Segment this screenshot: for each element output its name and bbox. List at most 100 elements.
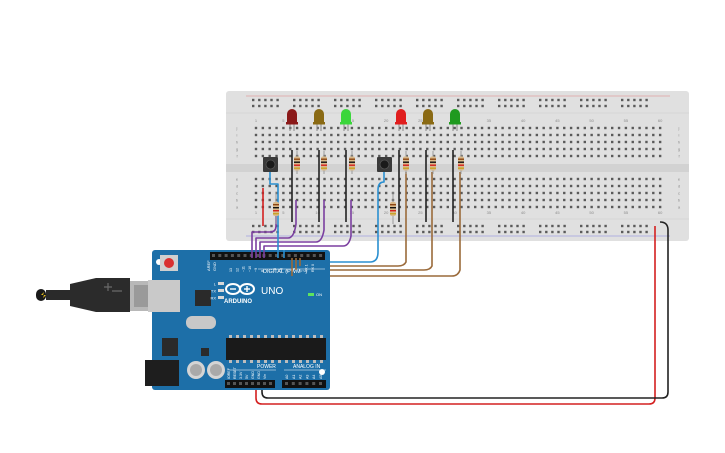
led-6[interactable] [449,109,461,131]
breadboard-column-number: 50 [589,210,594,215]
wire-black-gnd[interactable] [261,221,669,399]
breadboard-column-number: 40 [521,118,526,123]
on-label: ON [316,292,322,297]
usb-symbol-icon [104,283,122,292]
wire-blue-1[interactable] [269,172,279,252]
breadboard-column-number: 25 [418,118,423,123]
power-pin-label: Vin [263,374,267,379]
breadboard-column-number: 15 [350,118,355,123]
digital-pin-label: ~5 [279,268,283,272]
breadboard-column-number: 35 [487,118,492,123]
wire-red-5v[interactable] [255,226,656,405]
resistor-7[interactable] [273,192,279,224]
digital-pin-label: 8 [261,270,265,272]
onboard-led [218,296,224,299]
digital-pin-label: RX 0 [311,264,315,272]
digital-pin-label: ~11 [242,266,246,272]
arduino-logo-icon [225,283,255,295]
wire-purple-1[interactable] [251,207,277,254]
breadboard-column-number: 20 [384,210,389,215]
power-pin-label: RESET [233,366,237,379]
power-label: POWER [257,364,276,370]
analog-header[interactable] [282,380,326,388]
analog-pin-label: A1 [292,375,296,379]
breadboard-column-number: 5 [282,118,285,123]
wire-purple-2[interactable] [255,200,297,254]
wire-brown-2[interactable] [296,172,433,271]
breadboard-holes [246,95,670,237]
breadboard-row-letter: d [236,184,238,189]
breadboard-row-letter: c [236,191,238,196]
arduino-model: UNO [261,286,283,297]
breadboard-row-letter: g [678,147,680,152]
aref-label: AREF [206,260,211,271]
breadboard-column-number: 45 [555,118,560,123]
push-button-2[interactable] [377,157,392,172]
breadboard-column-number: 10 [315,210,320,215]
analog-pin-label: A3 [305,375,309,379]
digital-pin-label: TX 1 [305,264,309,272]
analog-pin-label: A5 [319,375,323,379]
breadboard-column-number: 60 [658,118,663,123]
power-jack [145,360,179,386]
led-1[interactable] [286,109,298,131]
wire-purple-3[interactable] [259,200,325,254]
leds [286,109,461,131]
breadboard-column-number: 35 [487,210,492,215]
analog-pin-label: A2 [299,375,303,379]
power-pin-label: GND [257,371,261,379]
breadboard-row-letter: h [236,140,238,145]
led-5[interactable] [422,109,434,131]
wire-brown-1[interactable] [300,172,407,267]
onboard-led [218,289,224,292]
breadboard-row-letter: g [236,147,238,152]
breadboard-row-letter: c [678,191,680,196]
power-header[interactable] [225,380,275,388]
breadboard-column-number: 20 [384,118,389,123]
resistor-3[interactable] [349,151,355,174]
breadboard-row-letter: e [236,177,239,182]
onboard-led-label: L [214,282,217,287]
led-4[interactable] [395,109,407,131]
breadboard-row-letter: j [678,126,680,131]
resistor-6[interactable] [458,151,464,174]
digital-pin-label: 4 [286,270,290,272]
led-3[interactable] [340,109,352,131]
digital-header[interactable] [210,252,325,260]
resistor-8[interactable] [390,192,396,224]
digital-pin-label: ~3 [292,268,296,272]
breadboard-row-letter: f [236,154,238,159]
breadboard-row-letter: d [678,184,680,189]
usb-chip [195,290,211,306]
digital-pin-label: ~9 [254,268,258,272]
digital-pin-label: ~10 [248,266,252,272]
analog-label: ANALOG IN [293,364,321,370]
resistors [273,151,464,224]
breadboard-row-letter: f [678,154,680,159]
breadboard-row-letter: b [236,198,239,203]
resistor-5[interactable] [430,151,436,174]
breadboard-row-letter: j [236,126,238,131]
breadboard-row-letter: i [237,133,238,138]
wire-blue-2[interactable] [283,172,385,263]
wire-brown-3[interactable] [292,172,461,277]
voltage-regulator [162,338,178,356]
breadboard-column-number: 40 [521,210,526,215]
resistor-1[interactable] [294,151,300,174]
breadboard-column-number: 1 [255,210,258,215]
digital-pin-label: 7 [267,270,271,272]
resistor-2[interactable] [321,151,327,174]
onboard-led [218,282,224,285]
usb-plug-icon [41,292,46,298]
resistor-4[interactable] [403,151,409,174]
breadboard-row-letter: a [678,205,681,210]
push-button-1[interactable] [263,157,278,172]
breadboard-column-number: 55 [624,118,629,123]
digital-pin-label: 13 [229,268,233,272]
led-2[interactable] [313,109,325,131]
wire-purple-4[interactable] [263,200,352,254]
wires [251,150,669,405]
